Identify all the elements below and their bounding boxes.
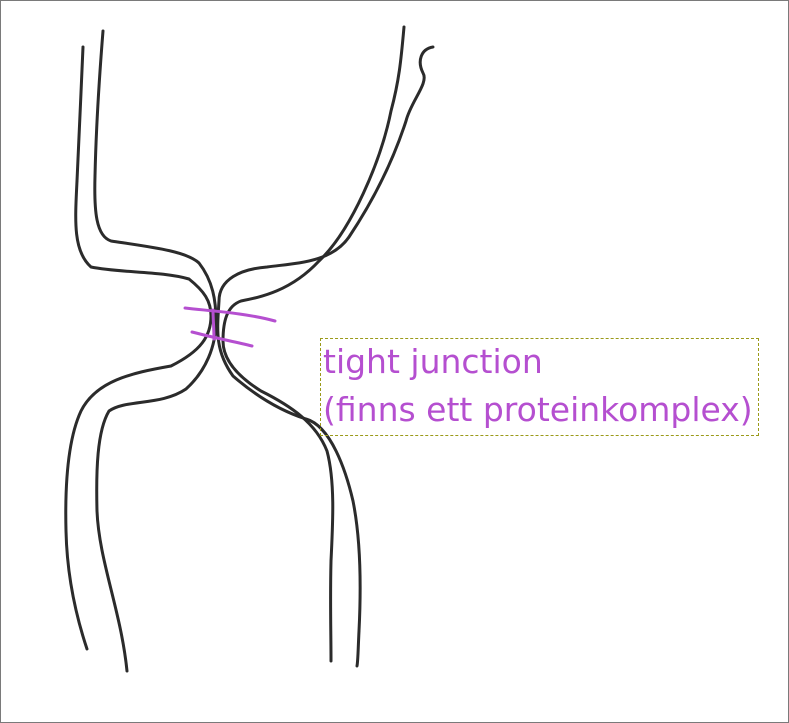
annotation-line-1: tight junction	[323, 342, 543, 381]
tight-junction-connector	[211, 308, 216, 341]
left-cell-inner-membrane	[93, 29, 218, 673]
annotation-text-box[interactable]: tight junction (finns ett proteinkomplex…	[320, 338, 759, 436]
tight-junction-strand-upper	[183, 306, 277, 323]
right-cell-outer-membrane	[216, 45, 435, 668]
cell-outlines	[64, 25, 435, 673]
tight-junction-marks	[183, 306, 277, 348]
annotation-line-2: (finns ett proteinkomplex)	[323, 390, 753, 429]
left-cell-outer-membrane	[64, 45, 213, 651]
right-cell-inner-membrane	[221, 25, 406, 663]
tight-junction-strand-lower	[190, 330, 254, 348]
